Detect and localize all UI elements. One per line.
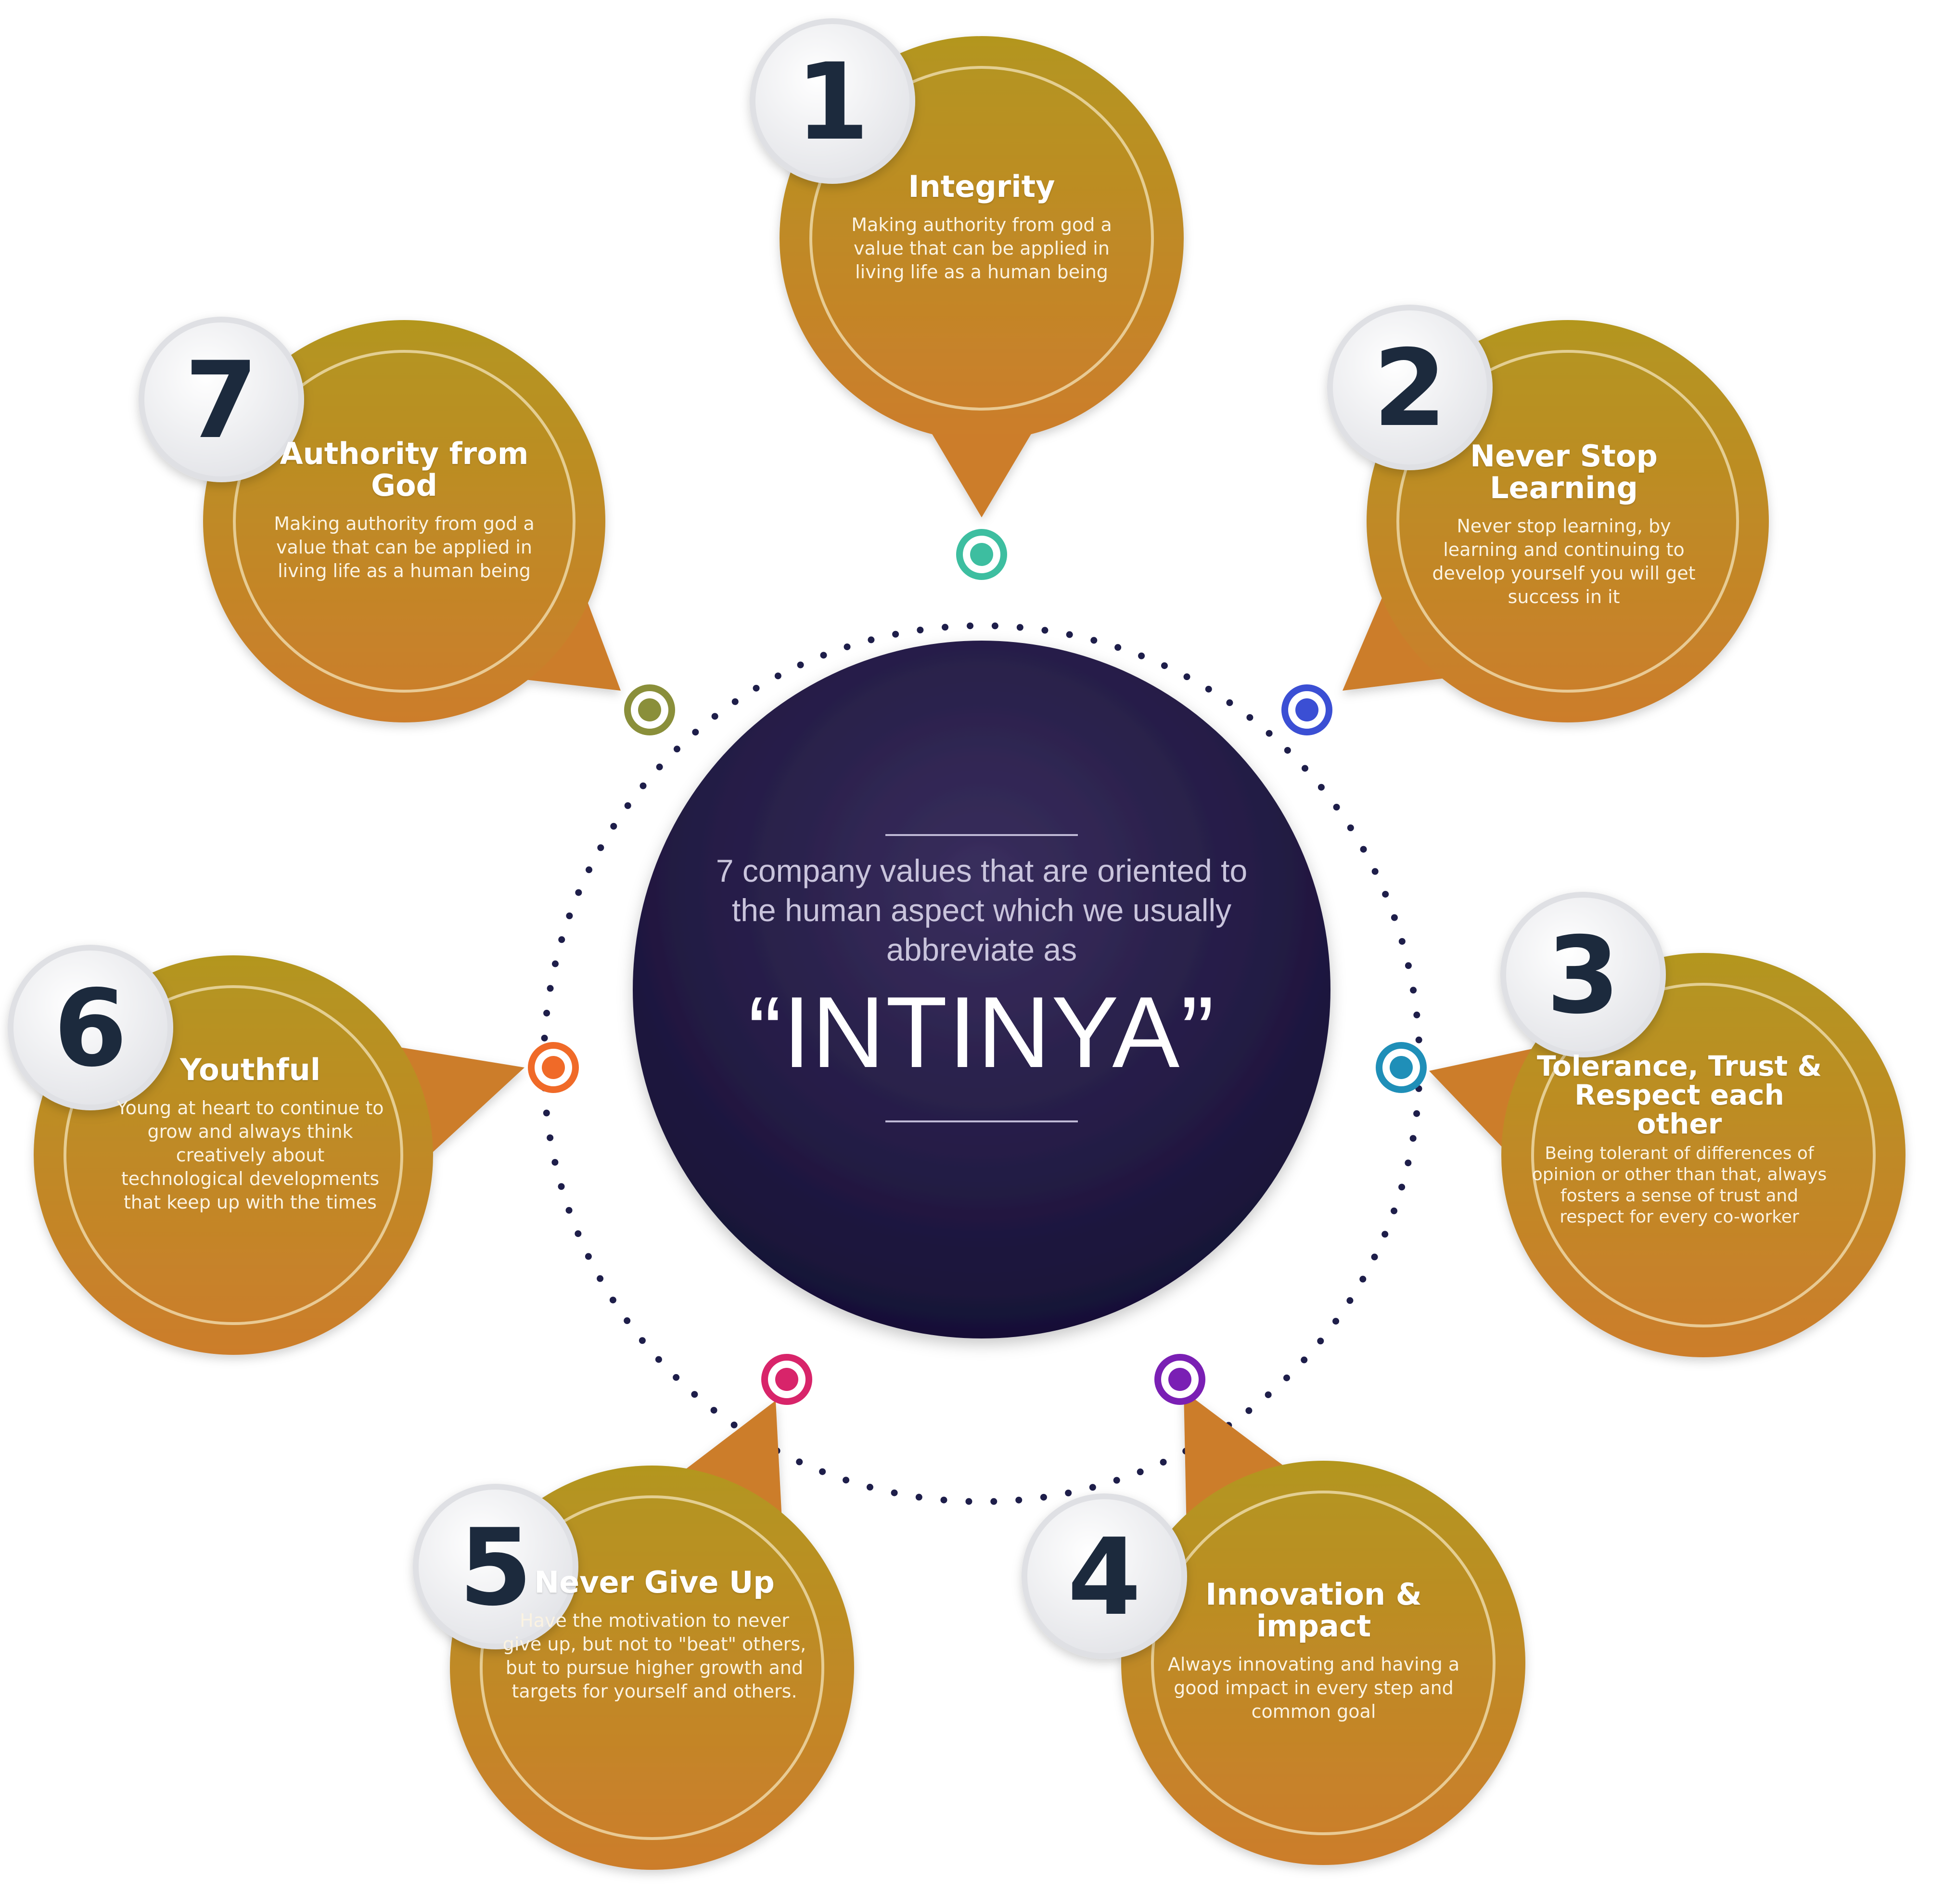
value-number: 6	[53, 967, 127, 1090]
bubble-body	[203, 320, 605, 722]
bubble-inner-ring	[1151, 1491, 1496, 1835]
number-badge-2: 2	[1327, 305, 1493, 470]
value-number: 3	[1546, 914, 1620, 1037]
value-title: Youthful	[179, 1052, 321, 1087]
value-title: Integrity	[908, 169, 1055, 204]
ring-marker-5	[761, 1354, 812, 1405]
bubble-inner-ring	[1531, 983, 1876, 1327]
number-badge-3: 3	[1500, 892, 1666, 1057]
value-card-1: Integrity Making authority from god a va…	[832, 171, 1131, 284]
value-card-2: Never Stop Learning Never stop learning,…	[1420, 440, 1708, 609]
value-description: Making authority from god a value that c…	[851, 214, 1112, 283]
value-number: 5	[459, 1506, 532, 1629]
ring-marker-1	[956, 529, 1007, 580]
bubble-inner-ring	[233, 350, 576, 693]
center-acronym: “INTINYA”	[748, 976, 1215, 1089]
value-number: 2	[1373, 327, 1446, 450]
bubble-inner-ring	[809, 66, 1154, 411]
value-description: Young at heart to continue to grow and a…	[116, 1097, 384, 1213]
value-description: Always innovating and having a good impa…	[1167, 1654, 1460, 1722]
value-bubbles: 1 2 3 4 5 6 7	[8, 18, 1906, 1870]
value-card-3: Tolerance, Trust & Respect each other Be…	[1530, 1052, 1829, 1228]
ring-marker-7	[624, 684, 675, 735]
value-description: Being tolerant of differences of opinion…	[1532, 1144, 1827, 1227]
number-badge-7: 7	[139, 317, 304, 482]
ring-markers	[528, 529, 1427, 1405]
number-badge-1: 1	[750, 18, 915, 184]
value-card-5: Never Give Up Have the motivation to nev…	[500, 1567, 808, 1703]
bubble-inner-ring	[480, 1495, 824, 1840]
value-title: Authority from God	[280, 436, 529, 503]
value-title: Never Give Up	[534, 1565, 775, 1600]
number-badge-4: 4	[1022, 1493, 1187, 1659]
value-title: Tolerance, Trust & Respect each other	[1536, 1050, 1822, 1140]
value-card-7: Authority from God Making authority from…	[260, 438, 549, 583]
value-title: Innovation & impact	[1205, 1577, 1422, 1644]
value-number: 7	[184, 339, 258, 462]
value-card-6: Youthful Young at heart to continue to g…	[115, 1054, 385, 1214]
ring-marker-6	[528, 1042, 579, 1093]
bubble-body	[1121, 1461, 1525, 1865]
value-title: Never Stop Learning	[1470, 438, 1658, 505]
ring-marker-2	[1281, 684, 1332, 735]
center-circle	[633, 641, 1330, 1338]
ring-marker-3	[1376, 1042, 1427, 1093]
number-badge-5: 5	[413, 1484, 578, 1649]
value-description: Never stop learning, by learning and con…	[1432, 515, 1696, 607]
value-description: Making authority from god a value that c…	[274, 513, 535, 581]
ring-marker-4	[1154, 1354, 1205, 1405]
value-description: Have the motivation to never give up, bu…	[502, 1610, 806, 1702]
center-subtitle: 7 company values that are oriented to th…	[716, 853, 1248, 967]
value-card-4: Innovation & impact Always innovating an…	[1160, 1579, 1468, 1724]
bubble-inner-ring	[1396, 350, 1739, 693]
bubble-inner-ring	[64, 985, 403, 1325]
value-bubble-7	[203, 320, 621, 722]
value-bubble-4	[1121, 1391, 1525, 1865]
number-badge-6: 6	[8, 945, 173, 1110]
value-number: 1	[795, 40, 869, 164]
value-number: 4	[1067, 1516, 1141, 1639]
